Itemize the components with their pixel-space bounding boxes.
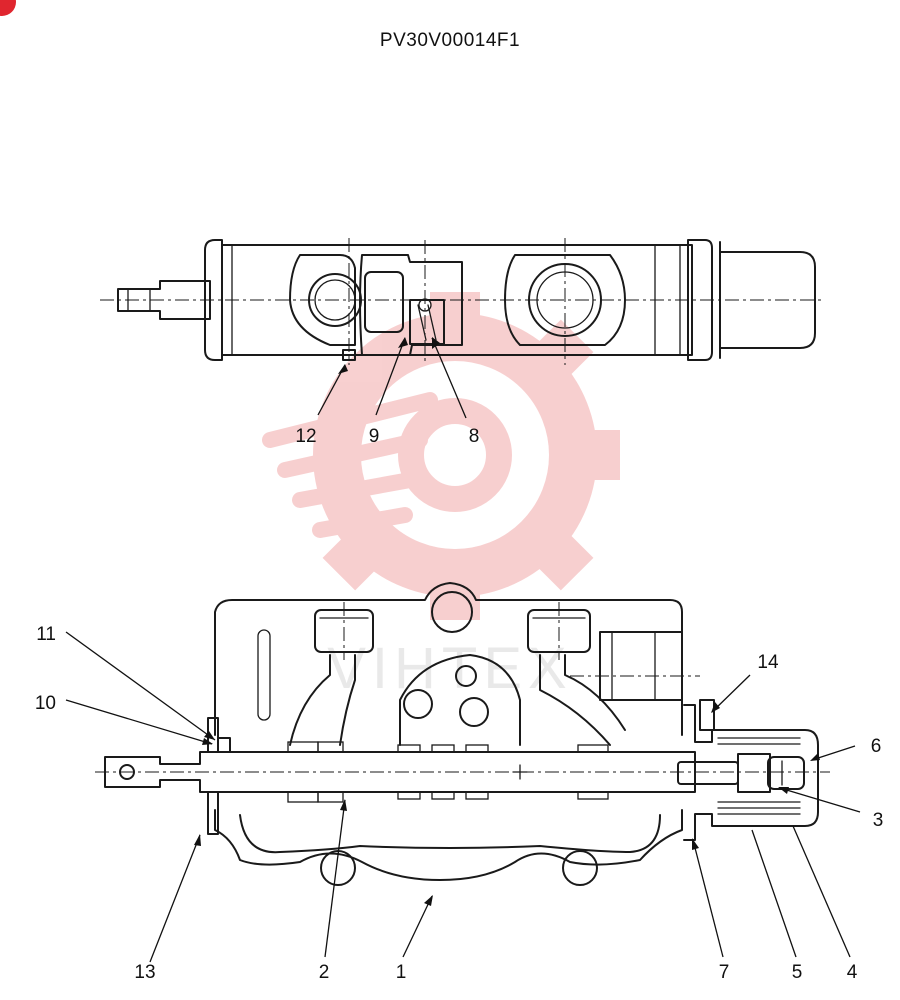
- callout-11: 11: [36, 624, 56, 645]
- callout-5: 5: [792, 962, 803, 983]
- document-code: PV30V00014F1: [379, 30, 521, 51]
- callout-1: 1: [396, 962, 407, 983]
- callout-9: 9: [369, 426, 380, 447]
- callout-10: 10: [35, 693, 56, 714]
- spool-lands: [287, 741, 609, 803]
- watermark-brand: VIHTEX: [327, 636, 573, 701]
- watermark-wrench-icon: [262, 392, 438, 538]
- section-view: [95, 582, 830, 886]
- callout-13: 13: [134, 962, 155, 983]
- section-view-leaders: [65, 631, 861, 963]
- callout-12: 12: [295, 426, 316, 447]
- watermark-logo: VIHTEX: [262, 292, 620, 701]
- callout-7: 7: [719, 962, 730, 983]
- callout-14: 14: [757, 652, 779, 673]
- callout-3: 3: [873, 810, 884, 831]
- callout-6: 6: [871, 736, 882, 757]
- callout-4: 4: [847, 962, 858, 983]
- callout-8: 8: [469, 426, 480, 447]
- top-view-leaders: [317, 337, 467, 419]
- callout-2: 2: [319, 962, 330, 983]
- return-spring: [717, 737, 801, 815]
- top-view: [100, 238, 825, 365]
